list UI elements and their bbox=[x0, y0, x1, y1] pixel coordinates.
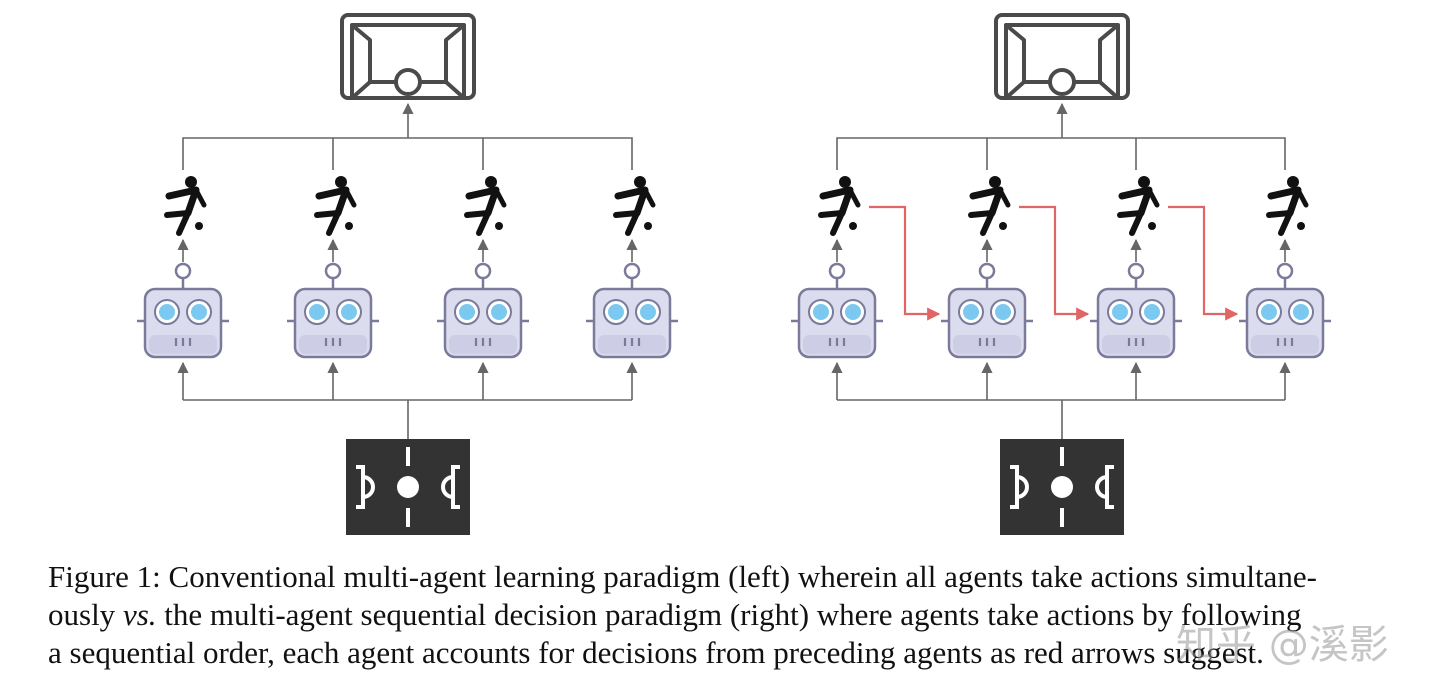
player-icon bbox=[613, 176, 656, 236]
caption-vs: vs. bbox=[122, 597, 157, 632]
field-icon bbox=[1000, 439, 1124, 535]
caption-line-2-end: the multi-agent sequential decision para… bbox=[156, 597, 1302, 632]
sequential-red-arrow bbox=[1168, 205, 1239, 321]
figure-caption: Figure 1: Conventional multi-agent learn… bbox=[48, 558, 1433, 672]
panel-left bbox=[137, 13, 678, 535]
goal-icon bbox=[994, 13, 1130, 100]
player-icon bbox=[968, 176, 1011, 236]
caption-line-2-start: ously bbox=[48, 597, 123, 632]
player-icon bbox=[1117, 176, 1160, 236]
player-icon bbox=[464, 176, 507, 236]
panel-right bbox=[791, 13, 1331, 535]
figure-diagram bbox=[137, 13, 1331, 535]
caption-line-2: ously vs. the multi-agent sequential dec… bbox=[48, 596, 1433, 634]
robot-icon bbox=[586, 262, 678, 359]
caption-line-3: a sequential order, each agent accounts … bbox=[48, 635, 1264, 670]
player-icon bbox=[164, 176, 207, 236]
sequential-red-arrow bbox=[1019, 205, 1090, 321]
top-connector bbox=[182, 137, 633, 170]
top-connector bbox=[836, 137, 1286, 170]
sequential-red-arrow bbox=[869, 205, 941, 321]
robot-icon bbox=[791, 262, 883, 359]
robot-icon bbox=[137, 262, 229, 359]
player-icon bbox=[1266, 176, 1309, 236]
player-icon bbox=[314, 176, 357, 236]
robot-icon bbox=[941, 262, 1033, 359]
field-icon bbox=[346, 439, 470, 535]
player-icon bbox=[818, 176, 861, 236]
robot-icon bbox=[437, 262, 529, 359]
caption-line-1: Figure 1: Conventional multi-agent learn… bbox=[48, 559, 1317, 594]
robot-icon bbox=[1239, 262, 1331, 359]
watermark: 知乎 @溪影 bbox=[1176, 622, 1389, 668]
robot-icon bbox=[287, 262, 379, 359]
goal-icon bbox=[340, 13, 476, 100]
robot-icon bbox=[1090, 262, 1182, 359]
